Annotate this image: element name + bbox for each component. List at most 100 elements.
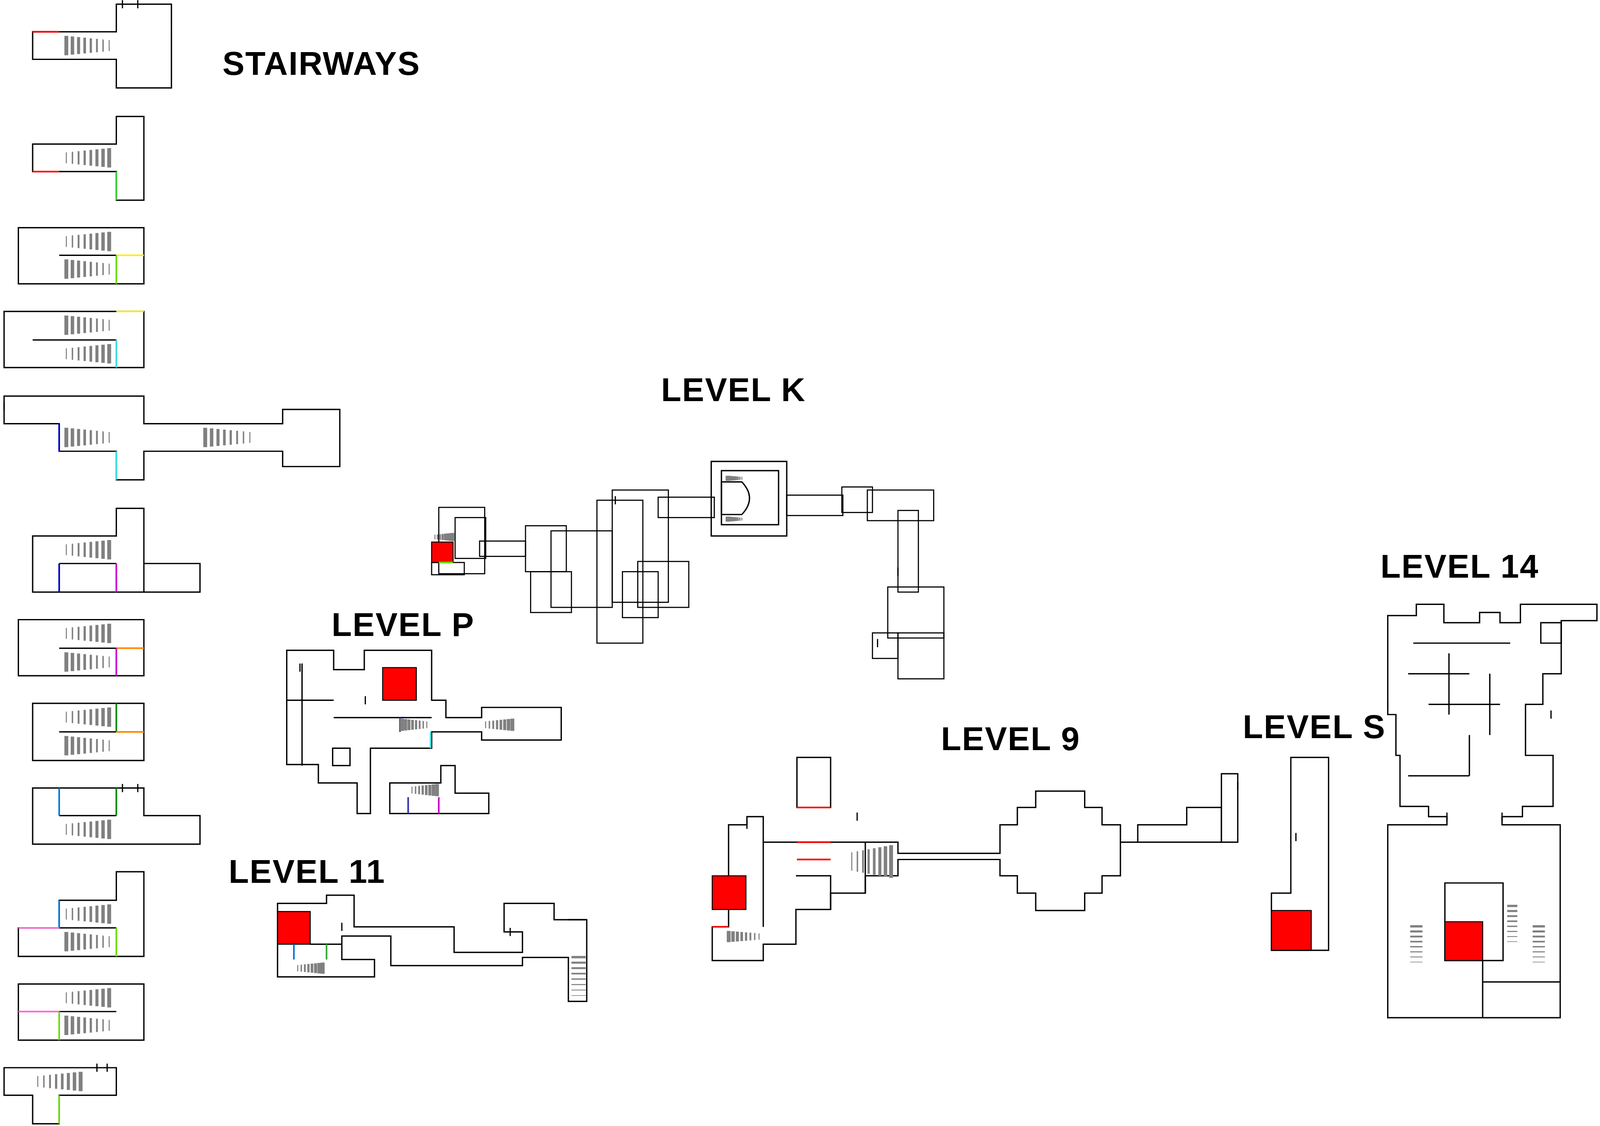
room-outline (455, 517, 486, 559)
stairs-symbol (485, 718, 513, 731)
door-mark (96, 1063, 98, 1072)
map-outline (4, 396, 340, 480)
map-outline (18, 227, 144, 285)
stairs-symbol (66, 539, 110, 560)
door-mark (137, 0, 139, 9)
door-mark (121, 783, 124, 793)
stairs-symbol (434, 532, 453, 542)
stairs-symbol (412, 783, 438, 797)
map-outline (4, 1067, 117, 1124)
stairs-symbol (727, 516, 743, 522)
red-room (712, 875, 746, 910)
connection-line (32, 170, 60, 173)
stairs-symbol (66, 315, 110, 335)
stairs-symbol (66, 148, 110, 168)
room-outline (479, 540, 526, 557)
door-mark (137, 783, 139, 793)
level-title: STAIRWAYS (222, 47, 421, 81)
room-outline (887, 587, 944, 638)
level-title: LEVEL S (1242, 710, 1386, 744)
door-mark (1237, 781, 1239, 791)
stairs-symbol (66, 931, 110, 952)
red-room (382, 667, 417, 700)
connection-line (116, 647, 144, 650)
level-title: LEVEL 9 (940, 722, 1081, 756)
level-title: LEVEL 14 (1380, 549, 1540, 583)
room-outline (431, 562, 465, 575)
room-outline (622, 571, 659, 618)
stairs-symbol (1506, 905, 1518, 942)
connection-line (58, 563, 60, 593)
map-outline (32, 4, 172, 88)
map-outline (389, 765, 489, 814)
connection-line (116, 730, 144, 733)
stairs-symbol (66, 987, 110, 1008)
stairs-symbol (745, 930, 761, 932)
connection-line (797, 858, 831, 861)
connection-line (32, 31, 60, 33)
door-mark (1550, 710, 1552, 719)
map-outline (286, 663, 432, 766)
map-outline (721, 481, 750, 515)
map-outline (332, 747, 351, 766)
room-outline (897, 510, 919, 592)
door-mark (856, 812, 858, 821)
door-mark (1295, 832, 1297, 841)
map-outline (763, 842, 866, 927)
map-outline (32, 703, 144, 761)
connection-line (18, 926, 60, 929)
stairs-symbol (66, 651, 110, 672)
map-outline (277, 895, 587, 1002)
stairs-symbol (571, 957, 586, 996)
map-outline (1444, 882, 1561, 1018)
connection-line (58, 423, 60, 452)
connection-line (58, 1095, 60, 1124)
connection-line (116, 310, 144, 313)
stairs-symbol (66, 735, 110, 756)
level-title: LEVEL 11 (228, 854, 386, 889)
stairs-symbol (727, 475, 743, 481)
stairs-symbol (66, 623, 110, 643)
room-outline (786, 494, 843, 516)
connection-line (325, 943, 328, 960)
connection-line (18, 1010, 60, 1013)
map-outline (712, 790, 1222, 961)
connection-line (115, 339, 118, 368)
connection-line (58, 1011, 60, 1040)
red-room (1444, 921, 1483, 961)
red-room (431, 542, 454, 563)
level-title: LEVEL P (331, 608, 475, 642)
map-outline (32, 116, 144, 201)
stairs-symbol (205, 427, 250, 447)
connection-line (797, 806, 831, 809)
map-outline (32, 788, 201, 845)
stairs-symbol (728, 930, 760, 942)
connection-line (712, 925, 729, 928)
map-outline (4, 311, 144, 368)
map-outline (32, 508, 201, 592)
map-outline (1408, 642, 1511, 776)
door-mark (614, 496, 617, 505)
room-outline (637, 561, 689, 608)
stairs-symbol (401, 718, 427, 731)
room-outline (612, 489, 669, 602)
stairs-symbol (66, 231, 110, 252)
door-mark (876, 638, 879, 648)
room-outline (525, 525, 567, 572)
stairs-symbol (66, 707, 110, 727)
connection-line (116, 254, 144, 256)
stairs-symbol (66, 1015, 110, 1035)
connection-line (797, 841, 831, 843)
connection-line (115, 648, 118, 676)
map-outline (1387, 604, 1598, 1018)
stairs-symbol (66, 819, 110, 839)
room-outline (872, 632, 898, 659)
connection-line (429, 731, 432, 748)
door-mark (1501, 812, 1503, 821)
connection-line (293, 943, 295, 960)
map-outline (797, 757, 831, 808)
connection-line (58, 900, 60, 928)
connection-line (438, 561, 454, 564)
map-outline (18, 983, 144, 1041)
red-room (277, 911, 311, 944)
